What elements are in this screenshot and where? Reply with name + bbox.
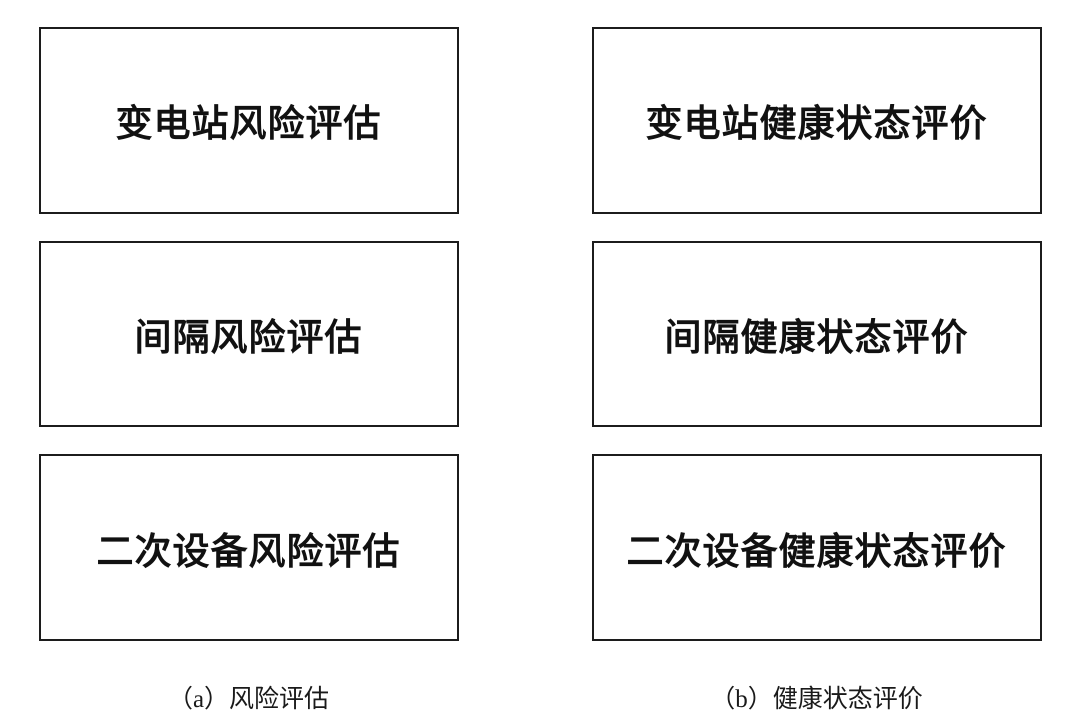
column-risk-assessment: 变电站风险评估 间隔风险评估 二次设备风险评估 （a）风险评估 (38, 27, 459, 715)
box-substation-risk-label: 变电站风险评估 (115, 104, 382, 146)
box-substation-health: 变电站健康状态评价 (591, 27, 1042, 214)
box-secondary-equipment-health: 二次设备健康状态评价 (591, 454, 1042, 642)
box-secondary-equipment-health-label: 二次设备健康状态评价 (626, 531, 1007, 573)
caption-risk-assessment: （a）风险评估 (167, 686, 330, 714)
box-secondary-equipment-risk-label: 二次设备风险评估 (96, 531, 401, 573)
column-health-evaluation: 变电站健康状态评价 间隔健康状态评价 二次设备健康状态评价 （b）健康状态评价 (591, 27, 1042, 715)
box-substation-risk: 变电站风险评估 (38, 27, 459, 214)
box-bay-risk: 间隔风险评估 (38, 240, 459, 428)
box-secondary-equipment-risk: 二次设备风险评估 (38, 454, 459, 642)
box-bay-health: 间隔健康状态评价 (591, 240, 1042, 428)
box-bay-health-label: 间隔健康状态评价 (664, 318, 969, 359)
caption-health-evaluation: （b）健康状态评价 (710, 686, 923, 714)
box-bay-risk-label: 间隔风险评估 (134, 318, 363, 359)
box-substation-health-label: 变电站健康状态评价 (645, 104, 988, 146)
